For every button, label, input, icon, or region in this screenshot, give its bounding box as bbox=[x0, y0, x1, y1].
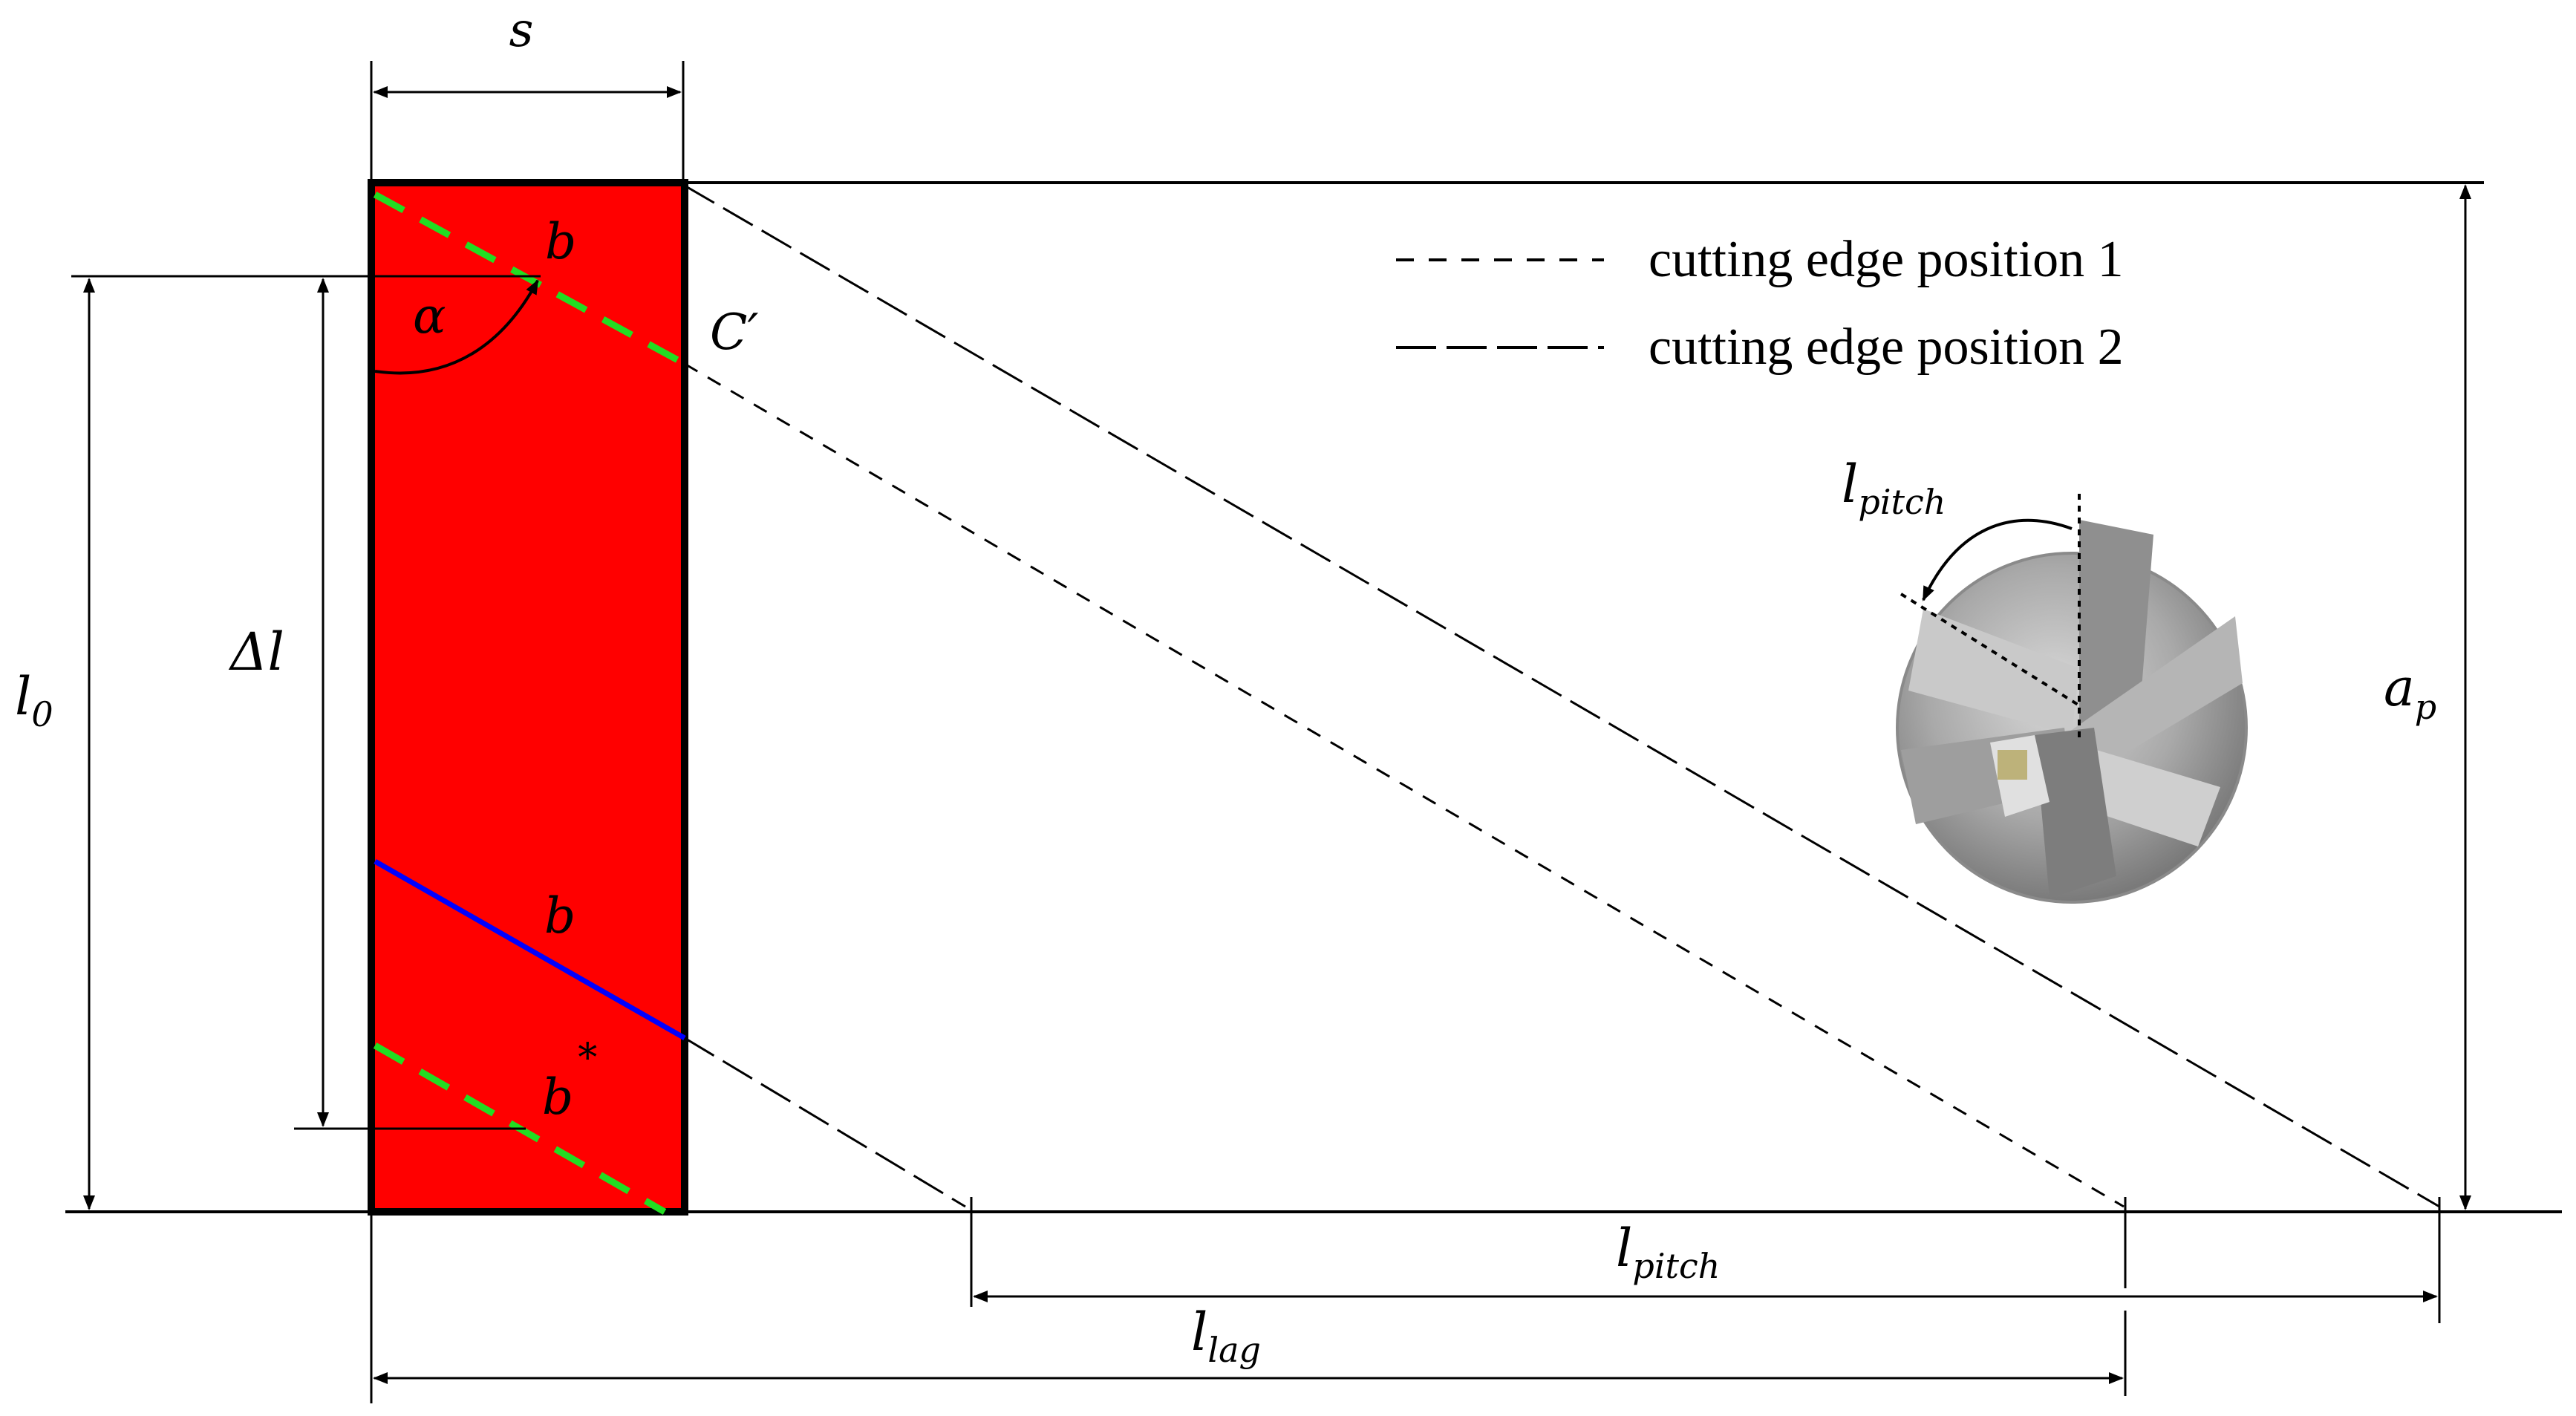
b-star-label: b* bbox=[542, 1036, 597, 1126]
lpitch-label: lpitch bbox=[1616, 1218, 1720, 1286]
b-mid-label: b bbox=[544, 887, 575, 944]
end-mill-photo-icon bbox=[1896, 494, 2248, 904]
legend-label-position-2: cutting edge position 2 bbox=[1649, 319, 2124, 376]
edge-position-2-line-upper bbox=[684, 184, 2440, 1208]
l0-label: l0 bbox=[15, 666, 53, 734]
tool-lpitch-label: lpitch bbox=[1842, 454, 1946, 522]
legend-label-position-1: cutting edge position 1 bbox=[1649, 231, 2124, 288]
delta-l-label: Δl bbox=[228, 621, 284, 682]
b-top-label: b bbox=[545, 213, 576, 270]
green-edge-top bbox=[373, 192, 687, 367]
c-prime-label: C′ bbox=[710, 304, 758, 361]
legend: cutting edge position 1 cutting edge pos… bbox=[1396, 231, 2124, 376]
red-block bbox=[368, 179, 688, 1216]
blue-edge bbox=[374, 858, 686, 1041]
s-label: s bbox=[509, 3, 534, 58]
alpha-label: α bbox=[413, 287, 446, 345]
edge-position-1-line bbox=[684, 362, 2125, 1208]
llag-label: llag bbox=[1191, 1302, 1261, 1370]
ap-label: ap bbox=[2384, 657, 2436, 727]
alpha-arc bbox=[374, 279, 539, 375]
edge-position-2-line-lower bbox=[684, 1037, 966, 1208]
